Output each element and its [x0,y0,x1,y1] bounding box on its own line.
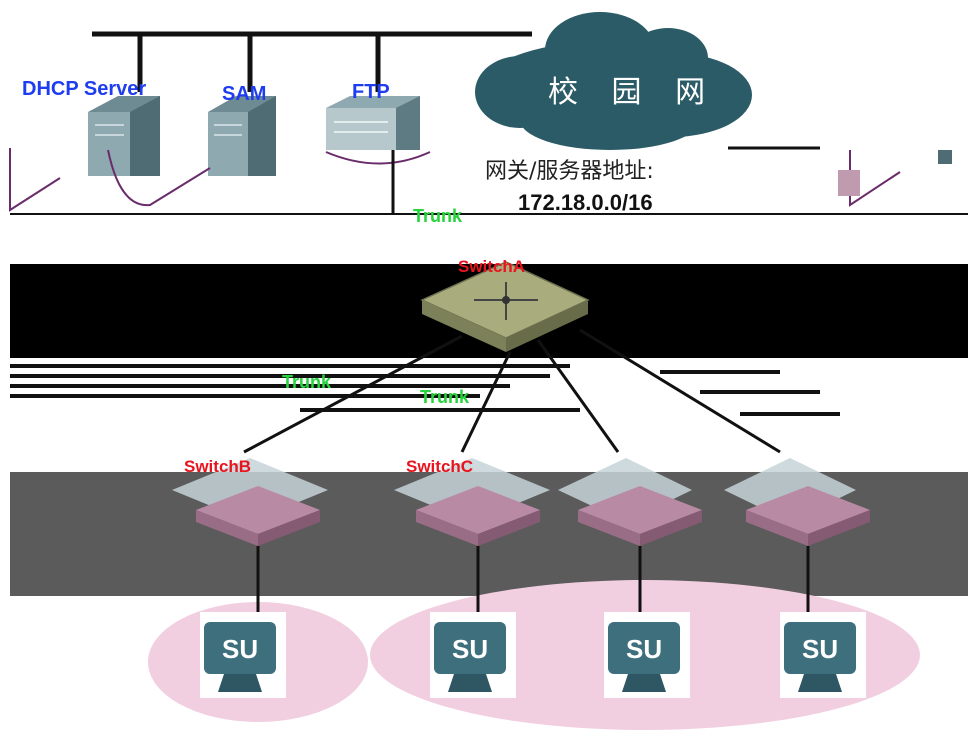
cloud-label: 校 园 网 [548,75,717,110]
gateway-label: 网关/服务器地址: [485,159,654,184]
core-switch-switchA [420,261,590,352]
terminal-1 [200,612,286,698]
backbone-bus [92,31,532,92]
trunk-label-top: Trunk [413,206,463,226]
access-switch-switchC [394,458,550,546]
trunk-label-left: Trunk [282,372,332,392]
campus-network-cloud [475,12,752,150]
gateway-address: 172.18.0.0/16 [518,190,653,215]
terminal-1-label: SU [222,634,258,664]
dhcp-server [88,96,160,176]
sam-server-label: SAM [222,83,266,105]
dhcp-server-label: DHCP Server [22,78,146,100]
terminal-2 [430,612,516,698]
terminal-2-label: SU [452,634,488,664]
server-cable-artifacts [9,146,968,215]
access-switch-switchB [172,458,328,546]
terminal-4 [780,612,866,698]
sam-server [208,96,276,176]
terminal-cables [256,546,810,612]
terminal-3 [604,612,690,698]
access-links [10,328,840,454]
ftp-server [326,96,420,150]
terminal-4-label: SU [802,634,838,664]
core-switch-label: SwitchA [458,257,525,276]
trunk-label-mid: Trunk [420,387,470,407]
ftp-server-label: FTP [352,81,390,103]
switchB-label: SwitchB [184,457,251,476]
access-switch-4 [724,458,870,546]
access-switch-3 [558,458,702,546]
terminal-3-label: SU [626,634,662,664]
switchC-label: SwitchC [406,457,473,476]
